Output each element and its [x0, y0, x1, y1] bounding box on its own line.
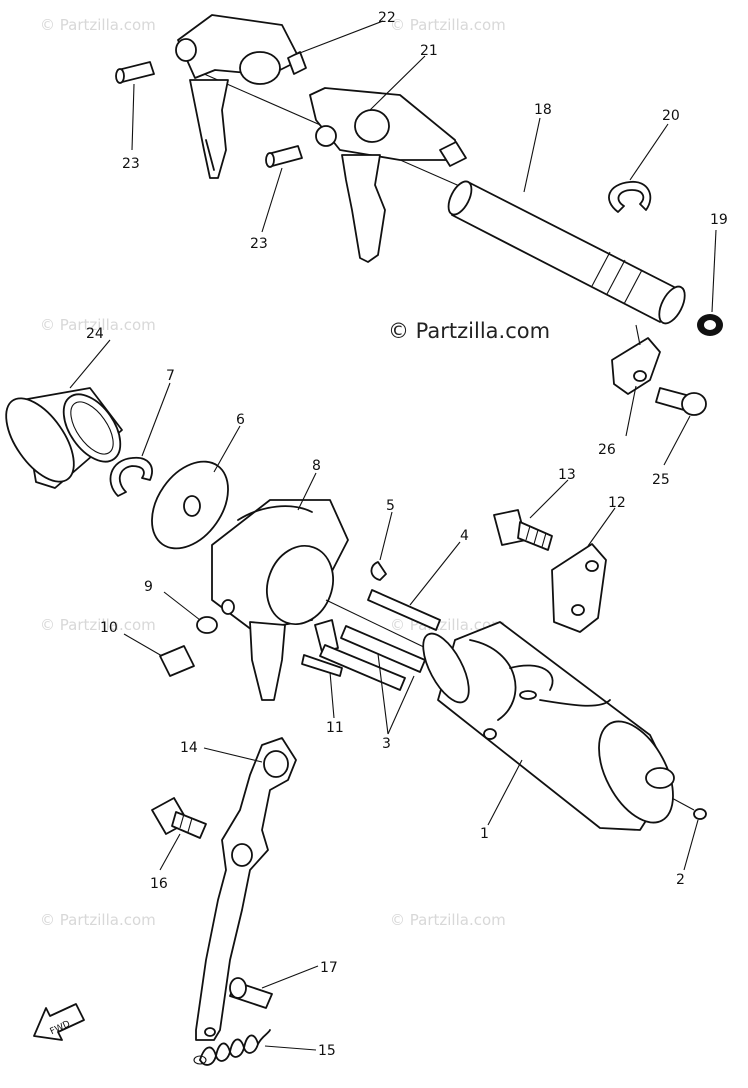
pin-23b — [265, 145, 303, 168]
bolt-13 — [493, 509, 553, 551]
pin-23a — [115, 61, 155, 84]
guide-pin-4 — [367, 589, 441, 631]
watermark: © Partzilla.com — [40, 911, 156, 929]
shift-drum-segment-8 — [211, 499, 349, 701]
circlip-7 — [109, 456, 153, 497]
callout-23b: 23 — [250, 236, 268, 252]
callout-15: 15 — [318, 1043, 336, 1059]
copyright-text: © Partzilla.com — [388, 319, 550, 343]
callout-2: 2 — [676, 872, 685, 888]
callout-16: 16 — [150, 876, 168, 892]
pin-17 — [229, 977, 273, 1009]
guide-pin-3a — [340, 625, 426, 673]
axis-line — [325, 599, 431, 651]
axis-line — [635, 324, 641, 346]
callout-7: 7 — [166, 368, 175, 384]
callout-10: 10 — [100, 620, 118, 636]
fwd-arrow-icon: FWD — [33, 1003, 85, 1041]
callout-19: 19 — [710, 212, 728, 228]
shift-drum-1 — [422, 621, 675, 831]
circlip-20 — [608, 181, 652, 213]
shift-fork-22 — [175, 14, 307, 179]
screw-25 — [655, 387, 707, 416]
washer-19 — [697, 314, 723, 336]
callout-12: 12 — [608, 495, 626, 511]
spring-15 — [193, 1029, 271, 1066]
bolt-16 — [151, 797, 207, 839]
callout-4: 4 — [460, 528, 469, 544]
fork-shaft-18 — [447, 180, 686, 325]
stopper-plate-26 — [611, 337, 661, 395]
callout-21: 21 — [420, 43, 438, 59]
callout-22: 22 — [378, 10, 396, 26]
nut-10 — [159, 645, 195, 677]
callout-20: 20 — [662, 108, 680, 124]
split-pin-11 — [301, 654, 343, 677]
watermarks: © Partzilla.com © Partzilla.com © Partzi… — [40, 16, 506, 929]
callout-8: 8 — [312, 458, 321, 474]
watermark: © Partzilla.com — [40, 616, 156, 634]
callout-5: 5 — [386, 498, 395, 514]
callout-17: 17 — [320, 960, 338, 976]
callout-9: 9 — [144, 579, 153, 595]
callout-24: 24 — [86, 326, 104, 342]
callout-26: 26 — [598, 442, 616, 458]
watermark: © Partzilla.com — [40, 16, 156, 34]
callout-14: 14 — [180, 740, 198, 756]
callout-numbers: 22 21 23 23 18 20 19 24 7 6 8 26 25 13 1… — [86, 10, 728, 1059]
callout-6: 6 — [236, 412, 245, 428]
watermark: © Partzilla.com — [40, 316, 156, 334]
shift-arm-14 — [195, 737, 297, 1041]
pin-9 — [196, 616, 218, 634]
shift-fork-21 — [309, 87, 467, 263]
callout-23a: 23 — [122, 156, 140, 172]
callout-18: 18 — [534, 102, 552, 118]
screw-2 — [693, 808, 707, 820]
plate-hole — [633, 370, 647, 382]
callout-3: 3 — [382, 736, 391, 752]
watermark: © Partzilla.com — [390, 911, 506, 929]
callout-11: 11 — [326, 720, 344, 736]
callout-25: 25 — [652, 472, 670, 488]
bearing-24 — [5, 387, 123, 489]
clip-5 — [370, 561, 387, 581]
callout-13: 13 — [558, 467, 576, 483]
callout-1: 1 — [480, 826, 489, 842]
watermark: © Partzilla.com — [390, 16, 506, 34]
guide-pin-3b — [319, 644, 406, 691]
stopper-lever-12 — [551, 543, 607, 633]
leader-lines — [69, 20, 717, 1051]
